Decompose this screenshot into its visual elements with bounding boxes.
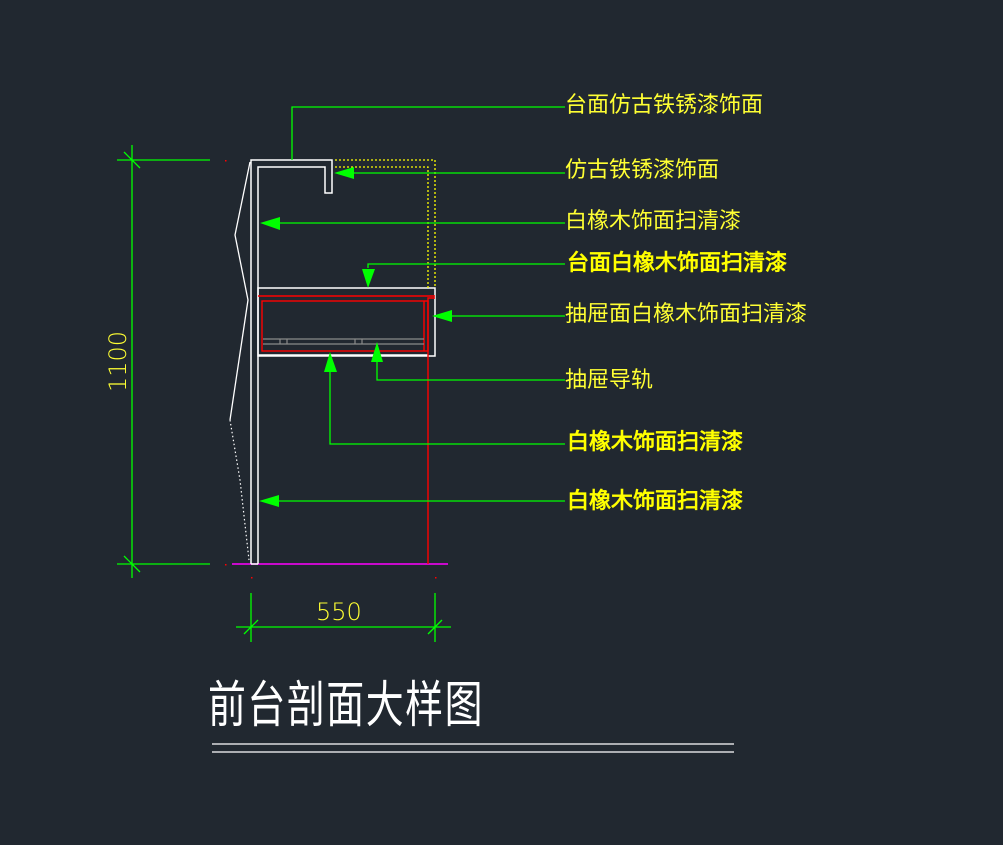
- drawing-title: 前台剖面大样图: [208, 676, 484, 734]
- arrow-left-icon: [259, 495, 279, 507]
- leader-lines: [278, 106, 565, 502]
- annotation-2: 仿古铁锈漆饰面: [565, 158, 719, 183]
- front-panel-profile: [250, 159, 333, 564]
- dimension-height: [117, 145, 210, 578]
- arrow-up-icon: [371, 342, 383, 362]
- arrow-left-icon: [260, 217, 280, 230]
- arrow-down-icon: [362, 269, 375, 288]
- annotation-3: 白橡木饰面扫清漆: [565, 209, 741, 234]
- leader-4: [367, 263, 565, 268]
- title-underline: [212, 743, 734, 753]
- annotation-6: 抽屉导轨: [565, 368, 653, 393]
- dim-height-tick-bottom: [123, 555, 141, 573]
- leader-1: [291, 106, 565, 160]
- break-line-upper: [229, 161, 251, 421]
- annotation-7: 白橡木饰面扫清漆: [567, 429, 743, 455]
- drawer: [258, 295, 435, 564]
- leader-6: [376, 362, 565, 381]
- arrow-left-icon: [432, 310, 452, 322]
- countertop-drawer-box: [257, 287, 436, 357]
- annotation-5: 抽屉面白橡木饰面扫清漆: [565, 302, 807, 327]
- counter-outline: [250, 159, 436, 565]
- arrow-up-icon: [324, 352, 337, 372]
- leader-arrows: [259, 167, 452, 507]
- dim-height-value: 1100: [104, 331, 132, 392]
- arrow-left-icon: [334, 167, 354, 179]
- break-line-lower: [229, 419, 250, 561]
- drawer-rail: [263, 338, 424, 345]
- annotation-1: 台面仿古铁锈漆饰面: [565, 93, 763, 118]
- annotation-8: 白橡木饰面扫清漆: [567, 488, 743, 514]
- top-dotted-outline: [335, 159, 436, 288]
- dim-height-tick-top: [123, 151, 141, 169]
- dim-width-tick-right: [427, 619, 443, 635]
- dim-width-value: 550: [316, 598, 362, 626]
- reference-dots: [225, 160, 437, 579]
- annotation-4: 台面白橡木饰面扫清漆: [567, 250, 787, 276]
- dimension-width: [236, 593, 451, 642]
- leader-7: [329, 370, 565, 445]
- drawer-front-line: [427, 297, 435, 356]
- dim-width-tick-left: [243, 619, 259, 635]
